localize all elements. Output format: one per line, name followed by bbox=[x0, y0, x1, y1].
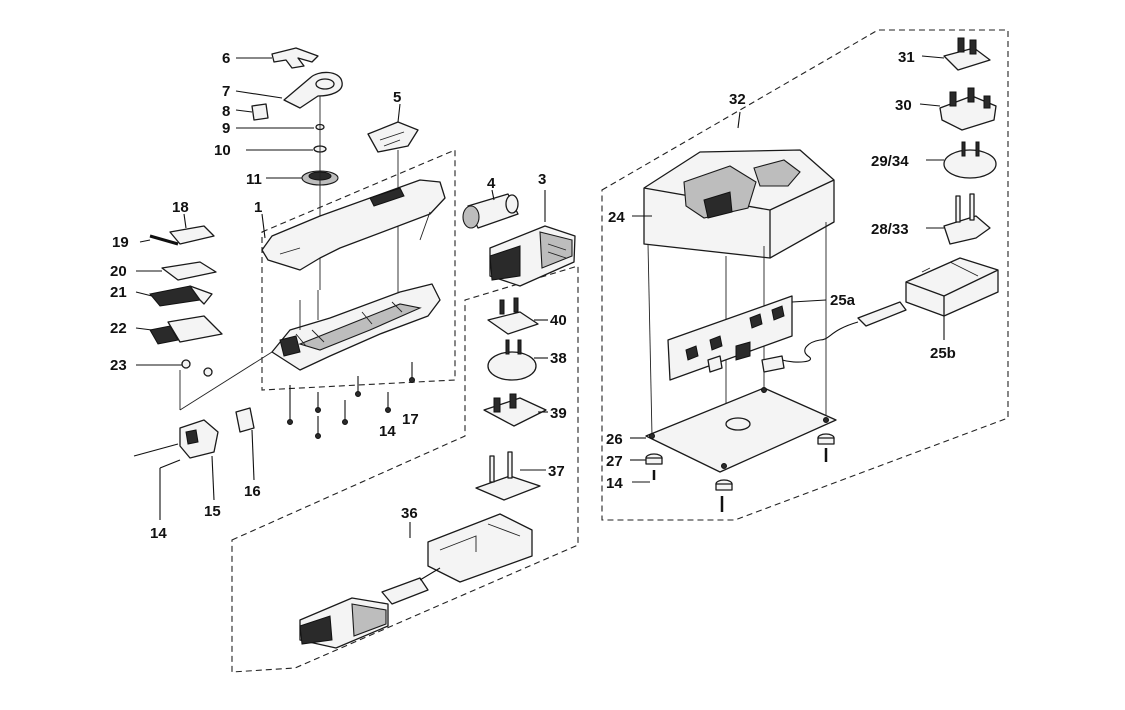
label-part-40: 40 bbox=[550, 312, 567, 329]
label-part-3: 3 bbox=[538, 171, 546, 188]
label-part-37: 37 bbox=[548, 463, 565, 480]
part-31-plug-adapter bbox=[921, 37, 991, 71]
label-part-25b: 25b bbox=[930, 345, 956, 362]
part-4-motor bbox=[462, 189, 519, 229]
label-part-26: 26 bbox=[606, 431, 623, 448]
part-23-screws bbox=[136, 359, 213, 377]
label-part-21: 21 bbox=[110, 284, 127, 301]
label-part-19: 19 bbox=[112, 234, 129, 251]
label-part-36: 36 bbox=[401, 505, 418, 522]
label-part-24: 24 bbox=[608, 209, 625, 226]
label-part-25a: 25a bbox=[830, 292, 856, 309]
label-part-5: 5 bbox=[393, 89, 401, 106]
part-27-rubber-feet bbox=[630, 433, 835, 491]
label-part-15: 15 bbox=[204, 503, 221, 520]
part-32-leader-line bbox=[737, 111, 741, 129]
label-part-11: 11 bbox=[246, 171, 262, 188]
part-28-33-plug-adapter bbox=[926, 193, 991, 245]
label-part-38: 38 bbox=[550, 350, 567, 367]
label-part-22: 22 bbox=[110, 320, 127, 337]
part-22-lower-blade bbox=[135, 315, 223, 345]
part-20-blade-holder bbox=[136, 261, 217, 281]
part-30-plug-adapter bbox=[919, 87, 997, 131]
part-16-contact-plate bbox=[235, 407, 255, 481]
part-25b-power-adapter bbox=[761, 257, 999, 373]
part-5-switch-plate bbox=[367, 103, 419, 300]
part-37-plug-adapter bbox=[475, 451, 546, 501]
lower-chassis bbox=[271, 283, 441, 371]
part-38-plug-adapter bbox=[487, 339, 548, 381]
part-26-base-plate bbox=[630, 387, 837, 473]
screws-lower-chassis bbox=[287, 362, 415, 439]
label-part-16: 16 bbox=[244, 483, 261, 500]
part-36-travel-charger bbox=[299, 513, 533, 649]
part-6-top-plate bbox=[236, 47, 319, 69]
part-14-stand-screws bbox=[632, 448, 828, 512]
label-part-9: 9 bbox=[222, 120, 230, 137]
part-15-switch-block bbox=[179, 419, 219, 501]
label-part-7: 7 bbox=[222, 83, 230, 100]
part-29-34-plug-adapter bbox=[926, 141, 997, 179]
part-24-charging-stand bbox=[632, 149, 835, 259]
part-11-gear bbox=[266, 170, 339, 186]
part-19-spring bbox=[139, 234, 179, 246]
label-part-31: 31 bbox=[898, 49, 915, 66]
part-8-bracket bbox=[235, 103, 269, 121]
label-part-14-chassis: 14 bbox=[379, 423, 396, 440]
label-part-29-34: 29/34 bbox=[871, 153, 909, 170]
part-39-plug-adapter bbox=[483, 393, 548, 427]
label-part-8: 8 bbox=[222, 103, 230, 120]
part-10-ring bbox=[246, 145, 327, 153]
label-part-4: 4 bbox=[487, 175, 496, 192]
label-part-18: 18 bbox=[172, 199, 189, 216]
label-part-1: 1 bbox=[254, 199, 262, 216]
label-part-14-switch: 14 bbox=[150, 525, 167, 542]
part-40-plug-adapter bbox=[487, 297, 548, 335]
label-part-10: 10 bbox=[214, 142, 231, 159]
part-3-battery-pack bbox=[489, 190, 576, 287]
clipper-group-boundary bbox=[261, 149, 456, 391]
label-part-39: 39 bbox=[550, 405, 567, 422]
label-part-17: 17 bbox=[402, 411, 419, 428]
part-labels: 6 7 8 9 10 11 1 5 4 3 18 19 20 21 22 23 … bbox=[110, 49, 956, 542]
label-part-30: 30 bbox=[895, 97, 912, 114]
part-1-upper-housing bbox=[261, 179, 446, 271]
label-part-20: 20 bbox=[110, 263, 127, 280]
part-25a-circuit-board bbox=[667, 295, 827, 381]
part-9-washer bbox=[236, 123, 325, 131]
label-part-6: 6 bbox=[222, 50, 230, 67]
label-part-14-stand: 14 bbox=[606, 475, 623, 492]
part-14-screw-left bbox=[133, 443, 181, 520]
label-part-27: 27 bbox=[606, 453, 623, 470]
part-7-lever-arm bbox=[235, 71, 343, 109]
label-part-28-33: 28/33 bbox=[871, 221, 909, 238]
part-21-upper-blade bbox=[135, 285, 213, 307]
label-part-32: 32 bbox=[729, 91, 746, 108]
label-part-23: 23 bbox=[110, 357, 127, 374]
part-18-blade-clip bbox=[169, 213, 215, 245]
charging-stand-group-boundary bbox=[601, 29, 1009, 521]
